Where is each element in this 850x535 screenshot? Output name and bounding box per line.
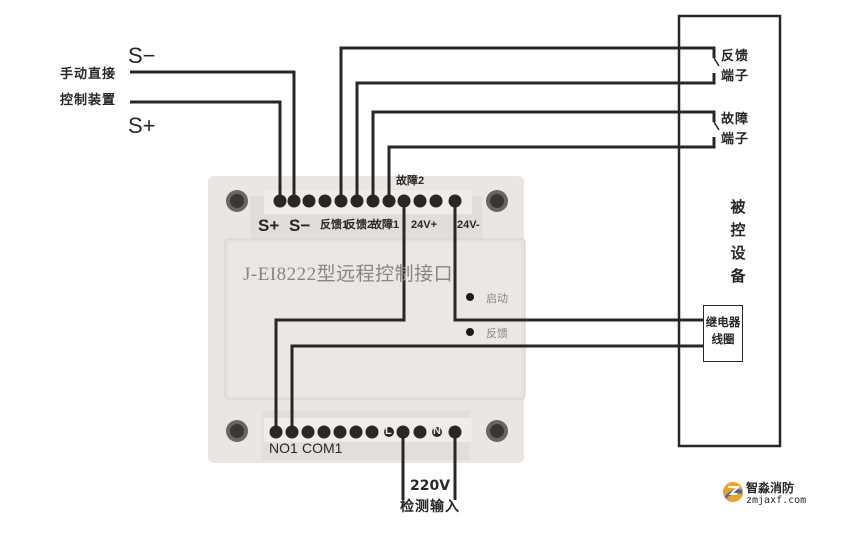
- controlled-device-char: 备: [730, 267, 746, 285]
- signal-s-minus-label: S−: [128, 43, 156, 68]
- watermark-brand: 智淼消防: [746, 481, 795, 495]
- watermark-url: zmjaxf.com: [746, 495, 807, 506]
- terminal-no1-label: NO1: [269, 440, 298, 456]
- module-model-title: J-EI8222型远程控制接口: [243, 264, 454, 285]
- terminal-fault2-label: 故障2: [396, 175, 425, 187]
- terminal-n-label: N: [433, 425, 441, 437]
- fault-terminal-label-line1: 故障: [721, 112, 750, 127]
- led-feedback-label: 反馈: [486, 327, 508, 340]
- led-start: [466, 293, 474, 301]
- led-feedback: [466, 328, 474, 336]
- controlled-device-char: 控: [730, 221, 746, 239]
- terminal-com1-label: COM1: [302, 440, 343, 456]
- wire-s-minus: [130, 70, 296, 201]
- controlled-device-char: 被: [730, 198, 746, 216]
- controlled-device-char: 设: [730, 244, 746, 262]
- relay-coil-box: 继电器 线圈: [703, 305, 743, 362]
- wire-feedback1: [339, 46, 716, 201]
- wire-s-plus: [130, 100, 282, 201]
- controlled-device-label: 被 控 设 备: [723, 196, 753, 288]
- wire-24v-plus-to-no1: [274, 201, 406, 432]
- manual-device-label-line1: 手动直接: [60, 67, 117, 82]
- led-start-label: 启动: [486, 292, 508, 305]
- terminal-s-plus-label: S+: [258, 216, 280, 235]
- terminal-fault1-label: 故障1: [371, 219, 400, 231]
- fault-terminal-label-line2: 端子: [721, 132, 750, 147]
- manual-device-label-line2: 控制装置: [60, 93, 117, 108]
- terminal-24v-plus-label: 24V+: [411, 219, 437, 231]
- terminal-l-label: L: [385, 425, 392, 437]
- feedback-terminal-label-line2: 端子: [721, 69, 750, 84]
- wire-fault1: [371, 110, 716, 201]
- terminal-feedback2-label: 反馈2: [345, 219, 374, 231]
- controlled-device-box: [677, 14, 782, 448]
- wire-fault2: [387, 137, 716, 201]
- wire-com1-to-relay: [290, 344, 703, 432]
- relay-coil-label-line1: 继电器: [705, 315, 741, 329]
- bottom-terminal-screws: [269, 425, 462, 439]
- wire-feedback2: [355, 73, 716, 201]
- terminal-s-minus-label: S−: [289, 216, 311, 235]
- input-detect-label: 检测输入: [400, 499, 460, 515]
- terminal-24v-minus-label: 24V-: [457, 219, 480, 231]
- signal-s-plus-label: S+: [128, 113, 156, 138]
- input-220v-label: 220V: [410, 478, 451, 494]
- wire-24v-minus-to-relay: [453, 201, 703, 322]
- feedback-terminal-label-line1: 反馈: [721, 49, 750, 64]
- relay-coil-label-line2: 线圈: [711, 332, 735, 346]
- terminal-feedback1-label: 反馈1: [320, 219, 349, 231]
- brand-logo-icon: [723, 482, 743, 502]
